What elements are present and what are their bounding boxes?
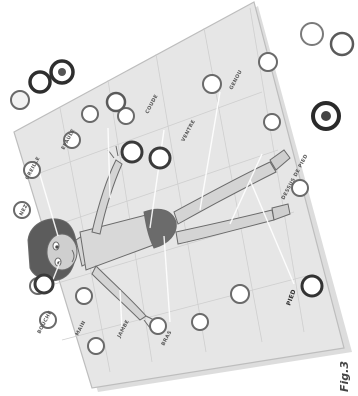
token [122, 142, 142, 162]
token [331, 33, 353, 55]
token [30, 72, 50, 92]
spot-ring [259, 53, 277, 71]
spot-ring [192, 314, 208, 330]
token [150, 148, 170, 168]
spot-ring [82, 106, 98, 122]
spot-ring [231, 285, 249, 303]
token-glyph [58, 68, 66, 76]
spot-ring [76, 288, 92, 304]
token-glyph [321, 111, 331, 121]
figure-caption: Fig.3 [338, 361, 351, 392]
token [35, 275, 53, 293]
spot-ring [302, 276, 322, 296]
spot-ring [264, 114, 280, 130]
spot-ring [203, 75, 221, 93]
token [107, 93, 125, 111]
token [301, 23, 323, 45]
spot-ring [88, 338, 104, 354]
spot-ring [150, 318, 166, 334]
token [11, 91, 29, 109]
